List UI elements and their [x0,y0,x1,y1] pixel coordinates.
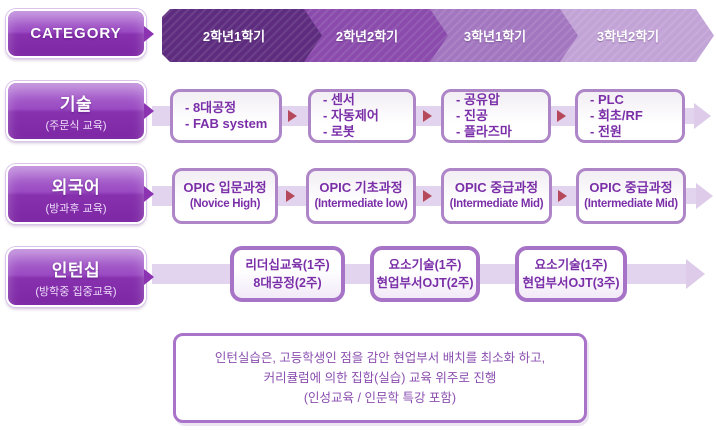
category-button: CATEGORY [6,9,146,58]
semester-segment-4: 3학년2학기 [558,9,714,62]
internship-note-box: 인턴실습은, 고등학생인 점을 감안 현업부서 배치를 최소화 하고, 커리큘럼… [173,333,587,423]
internship-box-3: 요소기술(1주) 현업부서OJT(3주) [515,246,627,302]
language-box-3: OPIC 중급과정 (Intermediate Mid) [441,168,552,224]
box-line: - 8대공정 [185,100,237,116]
semester-label: 3학년2학기 [596,29,660,44]
row-language-button: 외국어 (방과후 교육) [6,164,146,224]
box-line: 현업부서OJT(2주) [376,276,474,290]
connector-bar [683,108,697,124]
row-end-arrow-icon [696,183,713,209]
box-line: - 센서 [323,92,355,108]
tech-box-2: - 센서 - 자동제어 - 로봇 [308,89,416,143]
note-line: (인성교육 / 인문학 특강 포함) [303,391,457,406]
box-line: OPIC 입문과정 [183,180,267,196]
flow-arrow-icon [423,110,432,122]
box-line: OPIC 중급과정 [589,180,673,196]
tech-box-1: - 8대공정 - FAB system [170,89,282,143]
box-line: - 자동제어 [323,108,379,124]
row-language-subtitle: (방과후 교육) [45,202,107,215]
semester-segment-3: 3학년1학기 [428,9,578,62]
language-box-1: OPIC 입문과정 (Novice High) [172,168,278,224]
semester-segment-2: 2학년2학기 [302,9,448,62]
box-line: (Intermediate Mid) [449,197,544,210]
flow-arrow-icon [423,190,432,202]
flow-arrow-icon [557,110,566,122]
box-line: 요소기술(1주) [388,257,462,272]
box-line: 현업부서OJT(3주) [522,276,620,290]
internship-box-1: 리더십교육(1주) 8대공정(2주) [230,246,345,302]
note-line: 인턴실습은, 고등학생인 점을 감안 현업부서 배치를 최소화 하고, [214,350,546,365]
connector-bar [684,188,698,204]
row-tech-subtitle: (주문식 교육) [45,119,107,132]
internship-box-2: 요소기술(1주) 현업부서OJT(2주) [370,246,480,302]
row-language-title: 외국어 [51,177,101,197]
box-line: (Intermediate low) [314,197,408,210]
semester-label: 3학년1학기 [463,29,527,44]
language-box-2: OPIC 기초과정 (Intermediate low) [306,168,416,224]
row-tech-title: 기술 [59,94,93,114]
semester-segment-1: 2학년1학기 [162,9,322,62]
box-line: - 로봇 [323,123,355,139]
row-end-arrow-icon [694,103,711,129]
category-label: CATEGORY [30,25,122,42]
row-internship-button: 인턴십 (방학중 집중교육) [6,247,146,307]
note-line: 커리큘럼에 의한 집합(실습) 교육 위주로 진행 [263,370,497,385]
tech-box-4: - PLC - 회초/RF - 전원 [575,89,685,143]
box-line: - 공유압 [456,92,500,108]
box-line: 리더십교육(1주) [245,257,330,272]
box-line: - PLC [590,92,624,108]
row-tech-button: 기술 (주문식 교육) [6,81,146,141]
tech-box-3: - 공유압 - 진공 - 플라즈마 [441,89,551,143]
box-line: 8대공정(2주) [253,276,322,290]
semester-label: 2학년2학기 [335,29,399,44]
box-line: OPIC 기초과정 [319,180,403,196]
row-internship-title: 인턴십 [51,260,101,280]
box-line: (Novice High) [189,197,261,210]
row-internship-subtitle: (방학중 집중교육) [35,285,117,298]
box-line: 요소기술(1주) [534,257,608,272]
flow-arrow-icon [286,190,295,202]
flow-arrow-icon [288,110,297,122]
box-line: (Intermediate Mid) [584,197,678,210]
box-line: - 플라즈마 [456,123,512,139]
box-line: - 진공 [456,108,488,124]
semester-label: 2학년1학기 [202,29,266,44]
semester-bar: 2학년1학기 2학년2학기 3학년1학기 3학년2학기 [162,9,714,62]
flow-arrow-icon [558,190,567,202]
connector-bar [152,186,172,206]
box-line: OPIC 중급과정 [454,180,539,196]
language-box-4: OPIC 중급과정 (Intermediate Mid) [576,168,686,224]
box-line: - 전원 [590,123,622,139]
row-end-arrow-icon [686,259,705,289]
connector-bar [152,106,172,126]
box-line: - FAB system [185,116,268,131]
box-line: - 회초/RF [590,108,643,124]
